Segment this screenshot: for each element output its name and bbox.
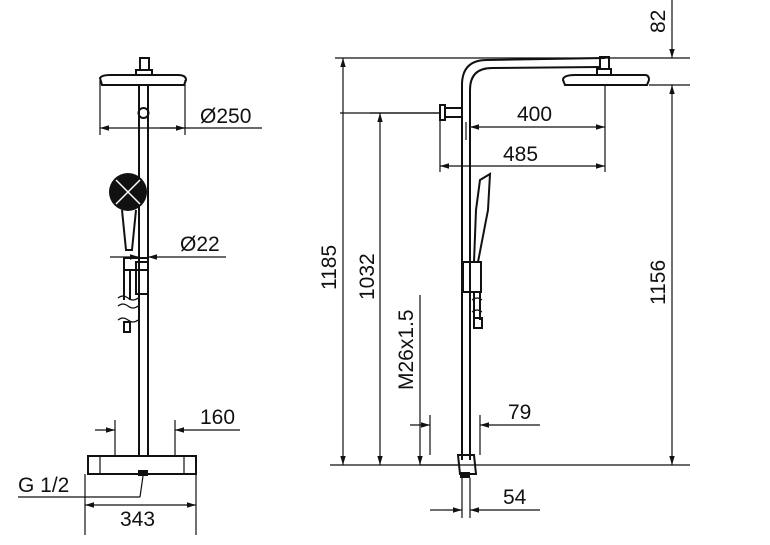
side-wall-bracket [340,104,467,140]
head-drop-label: 82 [647,10,670,33]
dimension-wall-offset: 54 [430,478,540,518]
pipe-diameter-label: Ø22 [180,233,220,256]
dimension-head-drop: 82 [647,0,675,58]
head-height-label: 1156 [647,260,670,305]
mixer-centers-label: 160 [200,406,235,429]
slider-height-label: 1032 [356,253,379,300]
dimension-arm-projection: 400 [470,85,606,172]
dimension-total-projection: 485 [439,120,605,172]
front-hand-shower [109,173,149,333]
arm-projection-label: 400 [517,103,552,126]
dimension-mixer-centers: 160 [95,406,240,456]
dimension-mixer-depth: 79 [410,401,540,455]
total-projection-label: 485 [503,143,538,166]
front-view: Ø250 Ø22 160 G 1/2 343 [18,57,262,535]
hose-thread-label: M26x1.5 [395,309,418,390]
dimension-pipe-diameter: Ø22 [110,233,226,260]
front-rain-shower-head [98,57,188,86]
side-view: 1185 1032 M26x1.5 1156 82 400 485 [318,0,690,518]
wall-offset-label: 54 [503,486,527,509]
side-riser-and-arm [461,56,651,460]
mixer-depth-label: 79 [508,401,531,424]
front-thermostat-mixer [87,455,197,476]
inlet-thread-label: G 1/2 [18,474,69,497]
dimension-head-height: 1156 [647,85,675,465]
dimension-total-height: 1185 [318,58,346,465]
dimension-hose-thread: M26x1.5 [395,295,460,466]
dimension-mixer-width: 343 [84,474,197,535]
side-thermostat-mixer [456,454,478,478]
dimension-head-diameter: Ø250 [99,80,262,135]
side-hand-shower [462,172,492,329]
head-diameter-label: Ø250 [200,105,251,128]
total-height-label: 1185 [318,245,341,290]
dimension-inlet-thread: G 1/2 [18,474,144,498]
dimension-slider-height: 1032 [356,112,440,465]
mixer-width-label: 343 [120,508,155,531]
